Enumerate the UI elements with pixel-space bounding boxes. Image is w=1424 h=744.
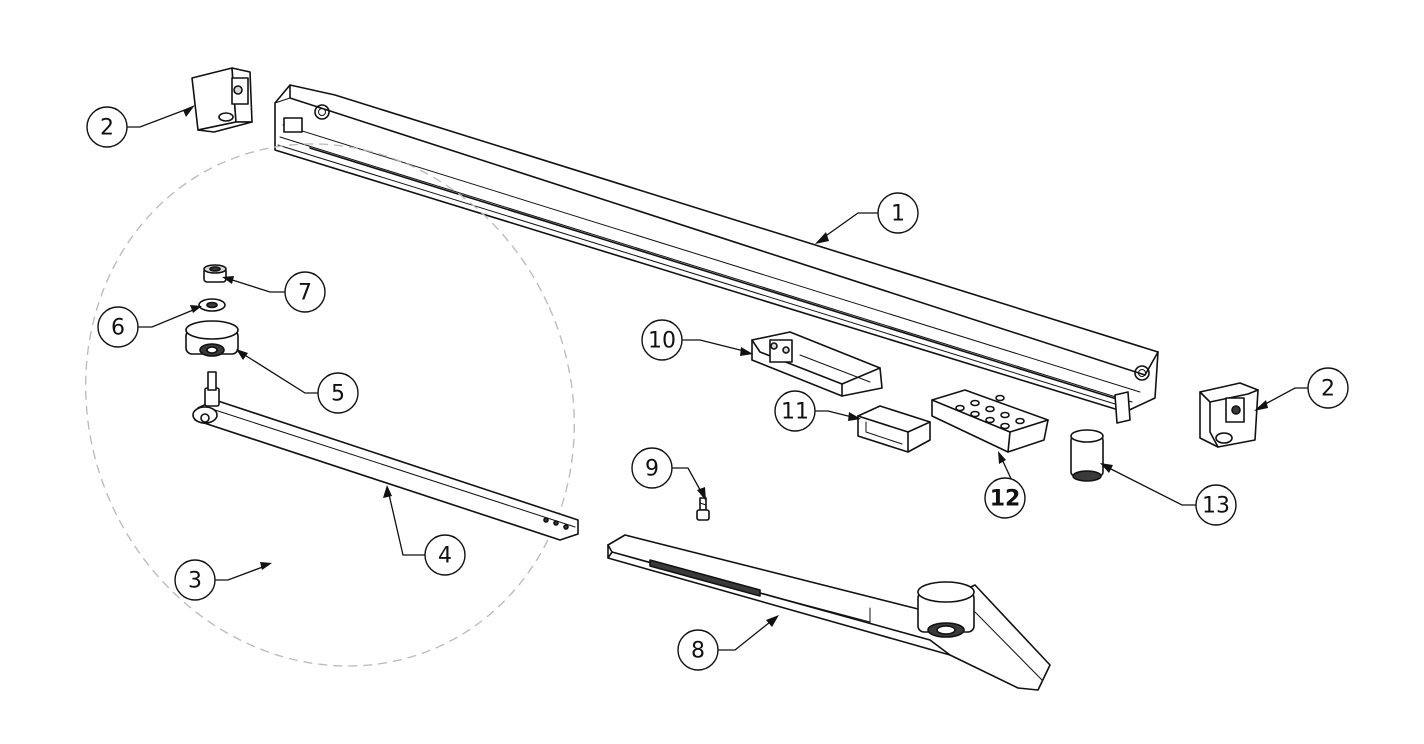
- svg-text:7: 7: [298, 281, 312, 306]
- callout-11: 11: [774, 390, 816, 432]
- assembly-outline: [84, 143, 576, 667]
- callout-6: 6: [97, 306, 139, 348]
- callout-13: 13: [1195, 484, 1237, 526]
- nut-part: [203, 264, 227, 283]
- callout-2-right: 2: [1307, 367, 1349, 409]
- svg-text:2: 2: [1321, 377, 1335, 402]
- washer-part: [198, 298, 226, 312]
- screw-part: [696, 497, 710, 521]
- svg-text:9: 9: [645, 457, 659, 482]
- svg-text:6: 6: [111, 316, 125, 341]
- end-cap-left-part: [191, 67, 253, 133]
- callout-2-left: 2: [86, 106, 128, 148]
- callout-9: 9: [631, 447, 673, 489]
- track-rail-part: [274, 84, 1159, 424]
- callout-10: 10: [641, 319, 683, 361]
- slider-block-part: [751, 331, 883, 397]
- svg-text:13: 13: [1202, 494, 1230, 519]
- perforated-plate-part: [931, 389, 1049, 453]
- callout-3: 3: [174, 559, 216, 601]
- callout-12: 12: [984, 477, 1026, 519]
- end-cap-right-part: [1199, 382, 1259, 448]
- svg-text:11: 11: [781, 400, 809, 425]
- svg-text:10: 10: [648, 329, 676, 354]
- svg-text:3: 3: [188, 569, 202, 594]
- callout-7: 7: [284, 271, 326, 313]
- svg-text:8: 8: [691, 639, 705, 664]
- svg-text:2: 2: [100, 116, 114, 141]
- roller-arm-part: [192, 371, 579, 541]
- main-arm-part: [607, 534, 1051, 691]
- callout-8: 8: [677, 629, 719, 671]
- svg-text:5: 5: [331, 382, 345, 407]
- callout-1: 1: [877, 192, 919, 234]
- channel-clip-part: [857, 405, 931, 453]
- svg-text:1: 1: [891, 202, 905, 227]
- svg-text:4: 4: [438, 544, 452, 569]
- callout-5: 5: [317, 372, 359, 414]
- roller-wheel-part: [185, 320, 239, 357]
- bushing-part: [1070, 429, 1104, 482]
- callout-4: 4: [424, 534, 466, 576]
- svg-text:12: 12: [990, 487, 1021, 512]
- leader-lines: [127, 105, 1308, 651]
